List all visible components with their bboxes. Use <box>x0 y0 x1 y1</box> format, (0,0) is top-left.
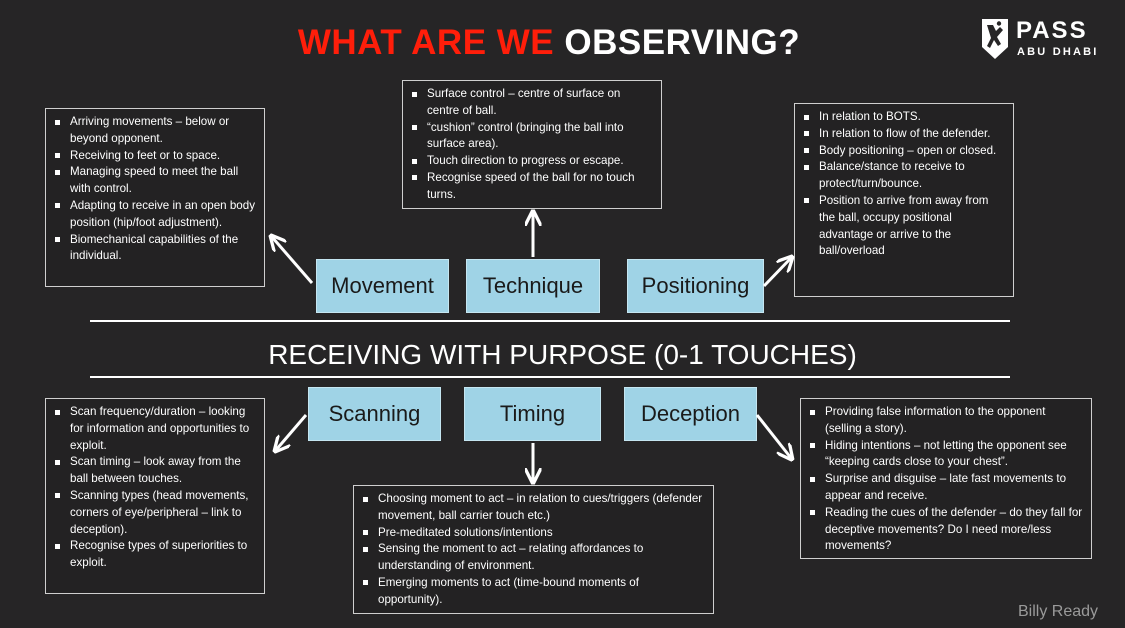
scanning-points: Scan frequency/duration – looking for in… <box>50 404 256 572</box>
author-credit: Billy Ready <box>1018 603 1099 620</box>
arrow-positioning <box>762 258 791 288</box>
bullet-point: Touch direction to progress or escape. <box>412 153 653 170</box>
technique-label: Technique <box>466 259 600 313</box>
arrow-deception <box>755 414 791 458</box>
positioning-points: In relation to BOTS.In relation to flow … <box>799 109 1005 260</box>
movement-points: Arriving movements – below or beyond opp… <box>50 114 256 265</box>
positioning-box: In relation to BOTS.In relation to flow … <box>794 103 1014 297</box>
bullet-point: In relation to BOTS. <box>804 109 1005 126</box>
bullet-point: Surface control – centre of surface on c… <box>412 86 653 120</box>
arrow-movement <box>272 237 314 284</box>
bullet-point: Sensing the moment to act – relating aff… <box>363 541 705 575</box>
bullet-point: Recognise types of superiorities to expl… <box>55 538 256 572</box>
top-divider <box>90 320 1010 322</box>
timing-label: Timing <box>464 387 601 441</box>
pass-abu-dhabi-logo: PASS ABU DHABI <box>980 17 1100 63</box>
bullet-point: Pre-meditated solutions/intentions <box>363 525 705 542</box>
bullet-point: Providing false information to the oppon… <box>810 404 1083 438</box>
bullet-point: Recognise speed of the ball for no touch… <box>412 170 653 204</box>
technique-box: Surface control – centre of surface on c… <box>402 80 662 209</box>
bullet-point: “cushion” control (bringing the ball int… <box>412 120 653 154</box>
bullet-point: Choosing moment to act – in relation to … <box>363 491 705 525</box>
logo-subtitle: ABU DHABI <box>1017 46 1099 58</box>
bullet-point: Hiding intentions – not letting the oppo… <box>810 438 1083 472</box>
bullet-point: Surprise and disguise – late fast moveme… <box>810 471 1083 505</box>
logo-wordmark: PASS <box>1016 17 1088 44</box>
deception-points: Providing false information to the oppon… <box>805 404 1083 555</box>
title-red-part: WHAT ARE WE <box>297 23 555 62</box>
bullet-point: Managing speed to meet the ball with con… <box>55 164 256 198</box>
title-white-part: OBSERVING? <box>564 23 801 62</box>
technique-points: Surface control – centre of surface on c… <box>407 86 653 204</box>
bullet-point: Scan frequency/duration – looking for in… <box>55 404 256 454</box>
positioning-label: Positioning <box>627 259 764 313</box>
bullet-point: Reading the cues of the defender – do th… <box>810 505 1083 555</box>
bullet-point: Emerging moments to act (time-bound mome… <box>363 575 705 609</box>
bullet-point: Biomechanical capabilities of the indivi… <box>55 232 256 266</box>
bullet-point: Scanning types (head movements, corners … <box>55 488 256 538</box>
center-title: RECEIVING WITH PURPOSE (0-1 TOUCHES) <box>268 339 857 370</box>
bullet-point: Scan timing – look away from the ball be… <box>55 454 256 488</box>
bottom-divider <box>90 376 1010 378</box>
scanning-box: Scan frequency/duration – looking for in… <box>45 398 265 594</box>
bullet-point: Arriving movements – below or beyond opp… <box>55 114 256 148</box>
bullet-point: Position to arrive from away from the ba… <box>804 193 1005 260</box>
deception-box: Providing false information to the oppon… <box>800 398 1092 559</box>
bullet-point: Receiving to feet or to space. <box>55 148 256 165</box>
timing-box: Choosing moment to act – in relation to … <box>353 485 714 614</box>
slide-title: WHAT ARE WE OBSERVING? <box>0 22 1098 64</box>
bullet-point: In relation to flow of the defender. <box>804 126 1005 143</box>
bullet-point: Adapting to receive in an open body posi… <box>55 198 256 232</box>
timing-points: Choosing moment to act – in relation to … <box>358 491 705 609</box>
movement-label: Movement <box>316 259 449 313</box>
bullet-point: Balance/stance to receive to protect/tur… <box>804 159 1005 193</box>
bullet-point: Body positioning – open or closed. <box>804 143 1005 160</box>
deception-label: Deception <box>624 387 757 441</box>
shield-player-icon <box>982 19 1008 59</box>
movement-box: Arriving movements – below or beyond opp… <box>45 108 265 287</box>
arrow-scanning <box>276 414 308 450</box>
scanning-label: Scanning <box>308 387 441 441</box>
